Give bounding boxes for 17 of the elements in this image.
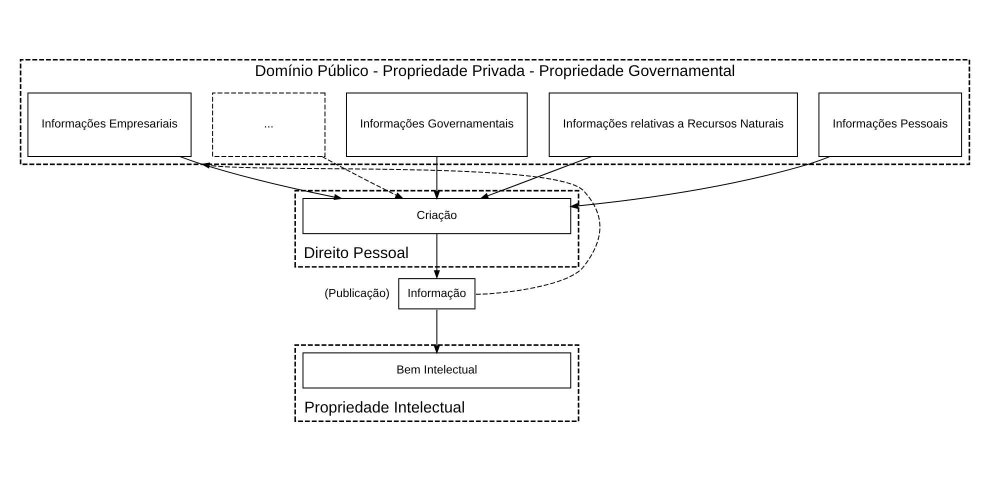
node-box: ... bbox=[212, 92, 326, 156]
arrow bbox=[434, 156, 440, 200]
node-box: Informações Governamentais bbox=[346, 92, 528, 156]
arrow bbox=[180, 156, 343, 200]
arrow bbox=[480, 156, 592, 198]
node-label: (Publicação) bbox=[324, 286, 390, 300]
node-box: Bem Intelectual bbox=[302, 352, 572, 388]
node-box: Informações relativas a Recursos Naturais bbox=[548, 92, 798, 156]
node-box: Informações Empresariais bbox=[27, 92, 192, 156]
arrow bbox=[200, 162, 600, 294]
arrow bbox=[434, 308, 440, 354]
arrow bbox=[322, 156, 404, 199]
node-box: Informação bbox=[398, 278, 476, 309]
node-box: Informações Pessoais bbox=[818, 92, 962, 156]
arrow bbox=[434, 232, 440, 279]
arrow bbox=[569, 155, 831, 208]
node-box: Criação bbox=[302, 198, 572, 234]
